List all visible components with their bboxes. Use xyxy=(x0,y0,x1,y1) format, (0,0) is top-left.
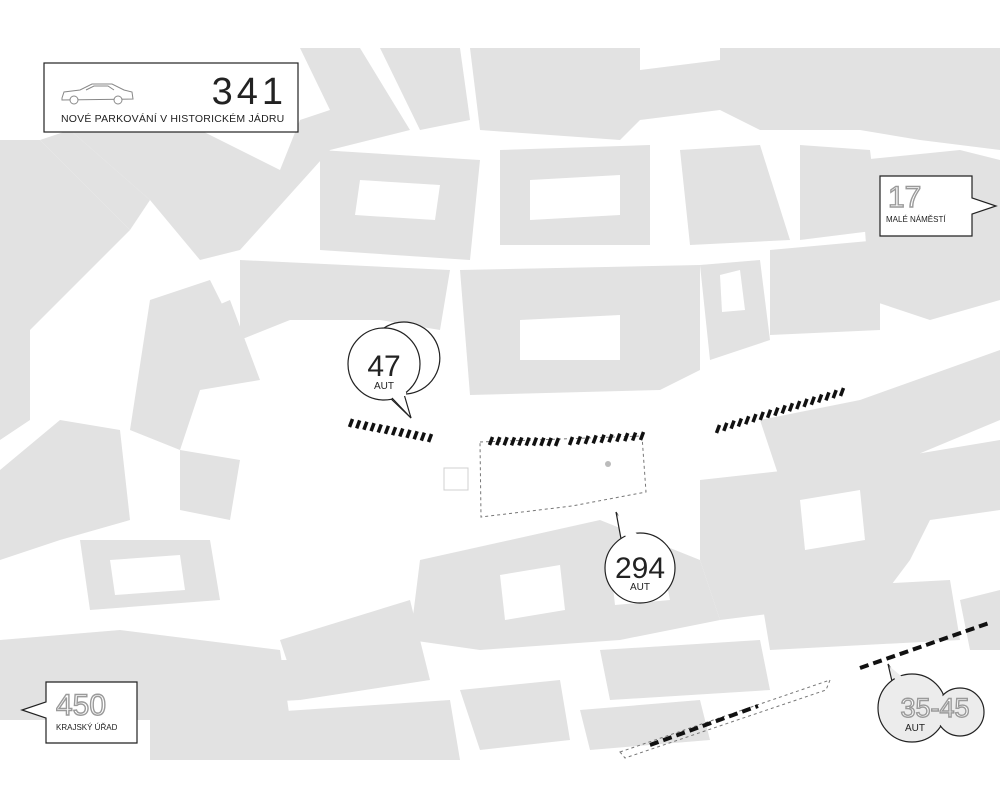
parking-stall-mark xyxy=(575,435,583,446)
parking-stall-mark xyxy=(824,391,831,401)
parking-stall-mark xyxy=(751,413,758,423)
parking-stall-mark xyxy=(369,422,376,432)
parking-stall-mark xyxy=(412,430,419,440)
callout-450-value: 450 xyxy=(56,689,106,722)
callout-294-value: 294 xyxy=(615,552,665,585)
parking-hatch-294-a xyxy=(487,436,561,447)
callout-294-unit: AUT xyxy=(630,582,650,593)
parking-stall-mark xyxy=(795,400,802,410)
parking-stall-mark xyxy=(531,437,539,447)
parking-stall-mark xyxy=(623,432,630,442)
parking-stall-mark xyxy=(405,429,412,439)
parking-stall-mark xyxy=(509,436,517,446)
callout-47-unit: AUT xyxy=(374,381,394,392)
parking-line-south-right xyxy=(859,620,993,670)
parking-hatch-47 xyxy=(347,418,434,443)
parking-stall-mark xyxy=(615,433,622,443)
parking-stall-mark xyxy=(765,409,773,419)
callout-35-45: 35-45 AUT xyxy=(877,663,985,743)
parking-stall-mark xyxy=(426,433,434,443)
callout-47-value: 47 xyxy=(367,350,400,383)
parking-stall-mark xyxy=(802,398,809,408)
callout-35-45-value: 35-45 xyxy=(900,693,969,723)
plaza-parking-outline xyxy=(479,435,647,518)
parking-stall-mark xyxy=(362,421,369,431)
callout-35-45-unit: AUT xyxy=(905,723,925,734)
parking-stall-mark xyxy=(553,437,561,447)
parking-stall-mark xyxy=(398,427,405,438)
parking-stall-mark xyxy=(347,418,355,428)
parking-stall-mark xyxy=(816,393,824,404)
parking-hatch-right xyxy=(714,387,846,434)
parking-stall-mark xyxy=(722,422,729,432)
parking-stall-mark xyxy=(390,426,398,436)
parking-stall-mark xyxy=(539,437,546,447)
callout-17-value: 17 xyxy=(888,181,921,214)
callout-47: 47 AUT xyxy=(347,321,441,419)
parking-stall-mark xyxy=(758,411,765,421)
callout-17-label: MALÉ NÁMĚSTÍ xyxy=(886,215,946,224)
summary-box: 341 NOVÉ PARKOVÁNÍ V HISTORICKÉM JÁDRU xyxy=(43,62,299,133)
fountain xyxy=(443,467,469,491)
parking-stall-mark xyxy=(567,436,575,446)
parking-stall-mark xyxy=(773,406,780,417)
parking-stall-mark xyxy=(787,402,795,412)
courtyards xyxy=(110,175,865,620)
parking-stall-mark xyxy=(376,423,383,434)
parking-stall-mark xyxy=(591,434,598,444)
summary-total: 341 xyxy=(212,71,287,113)
parking-stall-mark xyxy=(736,417,744,428)
plaza-marker xyxy=(605,461,611,467)
building-blocks xyxy=(0,48,1000,760)
parking-stall-mark xyxy=(630,431,638,442)
parking-stall-mark xyxy=(780,404,787,415)
parking-stall-mark xyxy=(583,435,590,445)
parking-stall-mark xyxy=(638,431,646,441)
parking-stall-mark xyxy=(502,436,509,446)
parking-stall-mark xyxy=(419,432,426,442)
parking-stall-mark xyxy=(517,436,524,447)
summary-caption: NOVÉ PARKOVÁNÍ V HISTORICKÉM JÁDRU xyxy=(61,112,284,125)
parking-stall-mark xyxy=(607,433,614,443)
parking-stall-mark xyxy=(355,419,362,429)
parking-hatch-294-b xyxy=(567,431,646,446)
parking-stall-mark xyxy=(599,434,606,444)
parking-stall-mark xyxy=(744,415,751,425)
parking-stall-mark xyxy=(487,436,495,446)
parking-line-south-mid xyxy=(649,704,759,747)
parking-stall-mark xyxy=(809,396,816,406)
parking-stall-mark xyxy=(838,387,846,397)
callout-450-label: KRAJSKÝ ÚŘAD xyxy=(56,723,118,732)
callout-294: 294 AUT xyxy=(604,511,676,604)
parking-stall-mark xyxy=(495,436,502,446)
parking-stall-mark xyxy=(714,424,722,434)
parking-stall-mark xyxy=(831,389,838,399)
callout-450: 450 KRAJSKÝ ÚŘAD xyxy=(20,681,138,744)
callout-17: 17 MALÉ NÁMĚSTÍ xyxy=(879,175,998,237)
car-icon xyxy=(61,83,134,105)
parking-stall-mark xyxy=(546,437,553,447)
parking-stall-mark xyxy=(383,425,391,435)
parking-stall-mark xyxy=(524,436,531,447)
parking-stall-mark xyxy=(729,420,736,430)
